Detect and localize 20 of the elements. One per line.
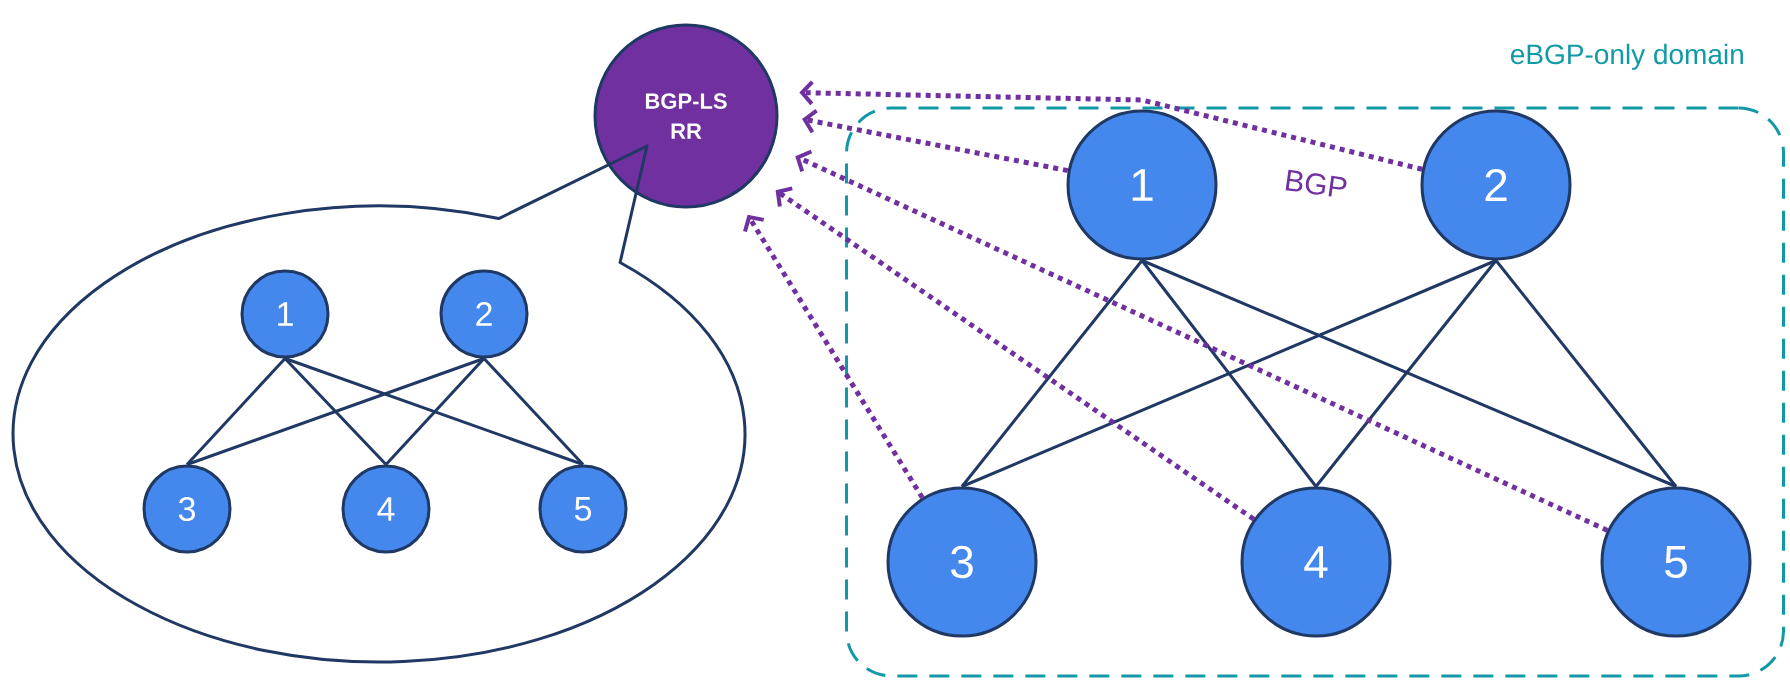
link-line xyxy=(185,357,287,466)
arrow xyxy=(799,80,1423,172)
arrow xyxy=(795,149,1609,533)
link-line xyxy=(1494,259,1678,488)
link-line xyxy=(186,357,485,466)
link-line xyxy=(482,357,585,466)
link-line xyxy=(960,259,1144,488)
link-line xyxy=(1141,259,1677,488)
arrow xyxy=(802,108,1069,174)
link-line xyxy=(1314,259,1498,488)
arrow xyxy=(775,186,1256,522)
link-line xyxy=(1140,259,1318,488)
link-line xyxy=(284,357,584,466)
node-label: eBGP-only domain xyxy=(1510,43,1743,70)
arrow xyxy=(743,214,925,500)
link-line xyxy=(384,357,486,466)
link-line xyxy=(283,357,388,466)
link-line xyxy=(961,259,1497,488)
speech-bubble xyxy=(12,144,746,664)
protocol-label: BGP xyxy=(1285,169,1347,197)
